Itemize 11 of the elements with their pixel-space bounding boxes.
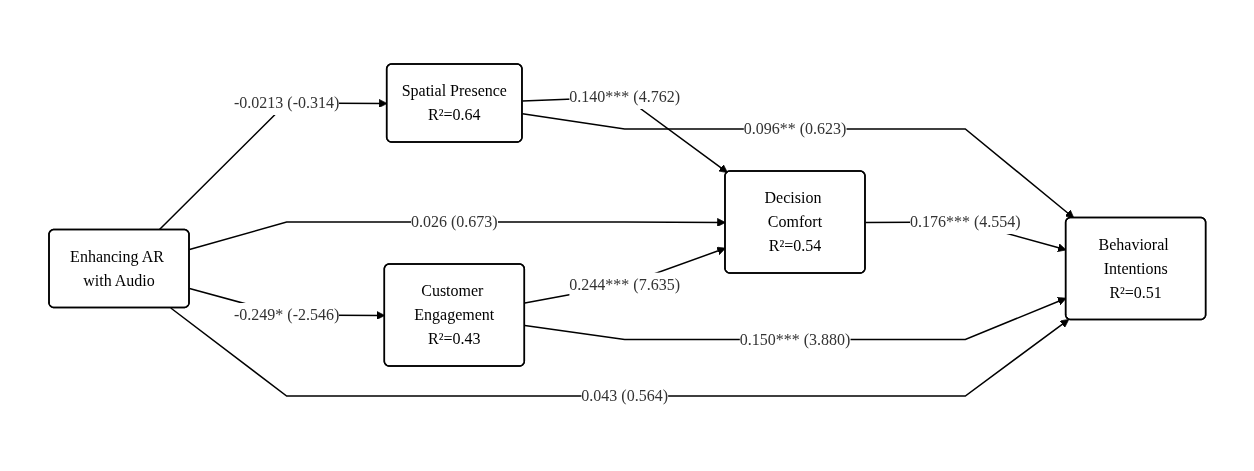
edge-label: 0.244*** (7.635) bbox=[569, 275, 680, 292]
arrow bbox=[169, 306, 1069, 397]
edge-label: -0.249* (-2.546) bbox=[233, 305, 339, 323]
edge-label: 0.150*** (3.880) bbox=[739, 330, 850, 347]
edge-label: 0.140*** (4.762) bbox=[569, 87, 680, 105]
edge-label: 0.096** (0.623) bbox=[743, 119, 846, 137]
edge-label: 0.026 (0.673) bbox=[410, 212, 498, 230]
arrow bbox=[521, 112, 1074, 218]
edge-label: 0.043 (0.564) bbox=[581, 386, 668, 404]
edge-label: 0.176*** (4.554) bbox=[909, 212, 1021, 230]
edge-label: -0.0213 (-0.314) bbox=[233, 93, 339, 111]
